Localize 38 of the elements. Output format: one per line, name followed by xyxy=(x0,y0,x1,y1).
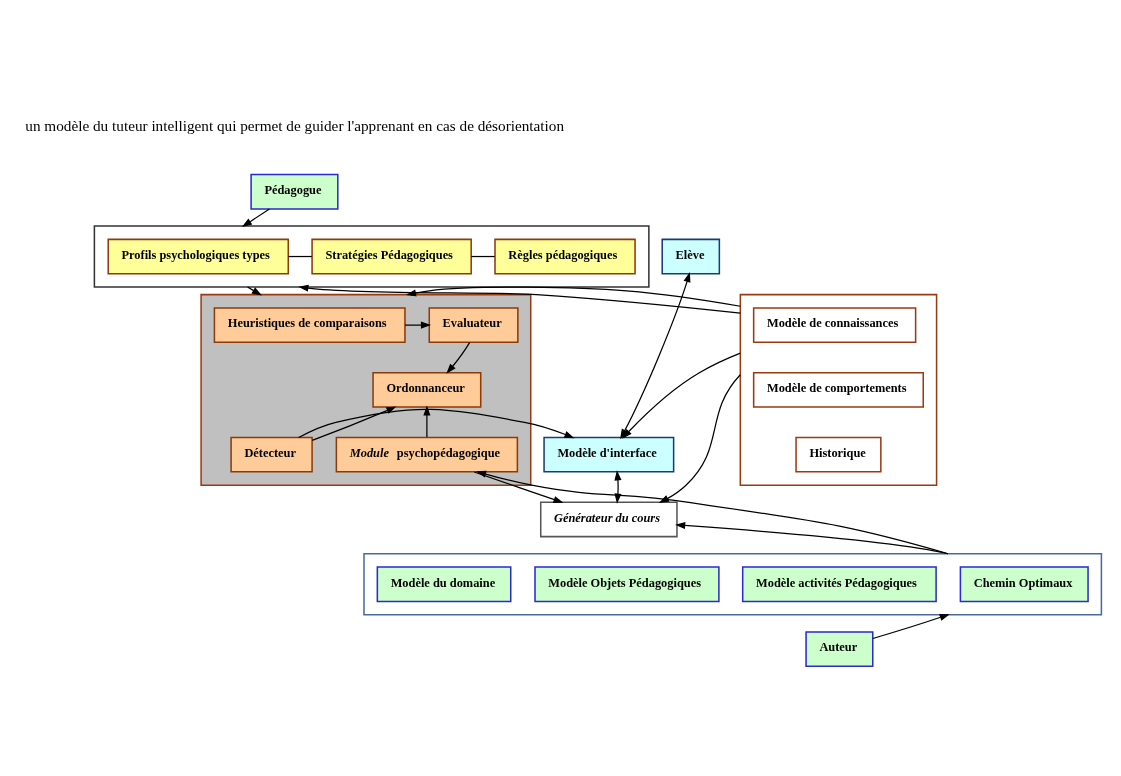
arrow xyxy=(405,286,741,307)
connector xyxy=(470,255,496,258)
node-box: Profils psychologiques types xyxy=(107,238,290,275)
node-box: Générateur du cours xyxy=(539,501,678,538)
node-box: Modèle activités Pédagogiques xyxy=(741,566,937,603)
node-box: Modèle d'interface xyxy=(543,436,675,473)
label: un modèle du tuteur intelligent qui permet de guider l'apprenant en cas de désorientation xyxy=(25,116,565,134)
node-box: Evaluateur xyxy=(428,307,519,344)
cluster xyxy=(200,293,532,486)
arrow xyxy=(872,614,950,640)
node-box: Pédagogue xyxy=(250,173,339,210)
node-box: Modèle de comportements xyxy=(752,372,924,408)
node-box: Elève xyxy=(661,238,721,275)
arrow xyxy=(241,208,271,228)
node-box: Historique xyxy=(795,436,882,473)
node-box: Ordonnanceur xyxy=(372,372,482,408)
node-box: Modèle de connaissances xyxy=(752,307,917,344)
arrow xyxy=(298,284,741,314)
arrow xyxy=(675,522,949,555)
node-box: Modèle du domaine xyxy=(376,566,512,603)
cluster xyxy=(93,225,650,288)
arrow xyxy=(423,405,431,438)
cluster xyxy=(739,293,938,486)
node-box: Auteur xyxy=(805,631,874,667)
arrow xyxy=(404,321,432,329)
arrow xyxy=(446,341,471,374)
arrow xyxy=(476,470,949,555)
arrow xyxy=(246,286,262,296)
node-box: Module psychopédagogique xyxy=(335,436,519,473)
node-box: Modèle Objets Pédagogiques xyxy=(534,566,720,603)
cluster xyxy=(363,553,1103,616)
node-box: Stratégies Pédagogiques xyxy=(311,238,472,275)
node-box: Chemin Optimaux xyxy=(959,566,1089,603)
arrow xyxy=(473,471,564,503)
node-box: Heuristiques de comparaisons xyxy=(213,307,406,344)
node-box: Détecteur xyxy=(230,436,313,473)
connector xyxy=(287,255,313,258)
node-box: Règles pédagogiques xyxy=(494,238,636,275)
